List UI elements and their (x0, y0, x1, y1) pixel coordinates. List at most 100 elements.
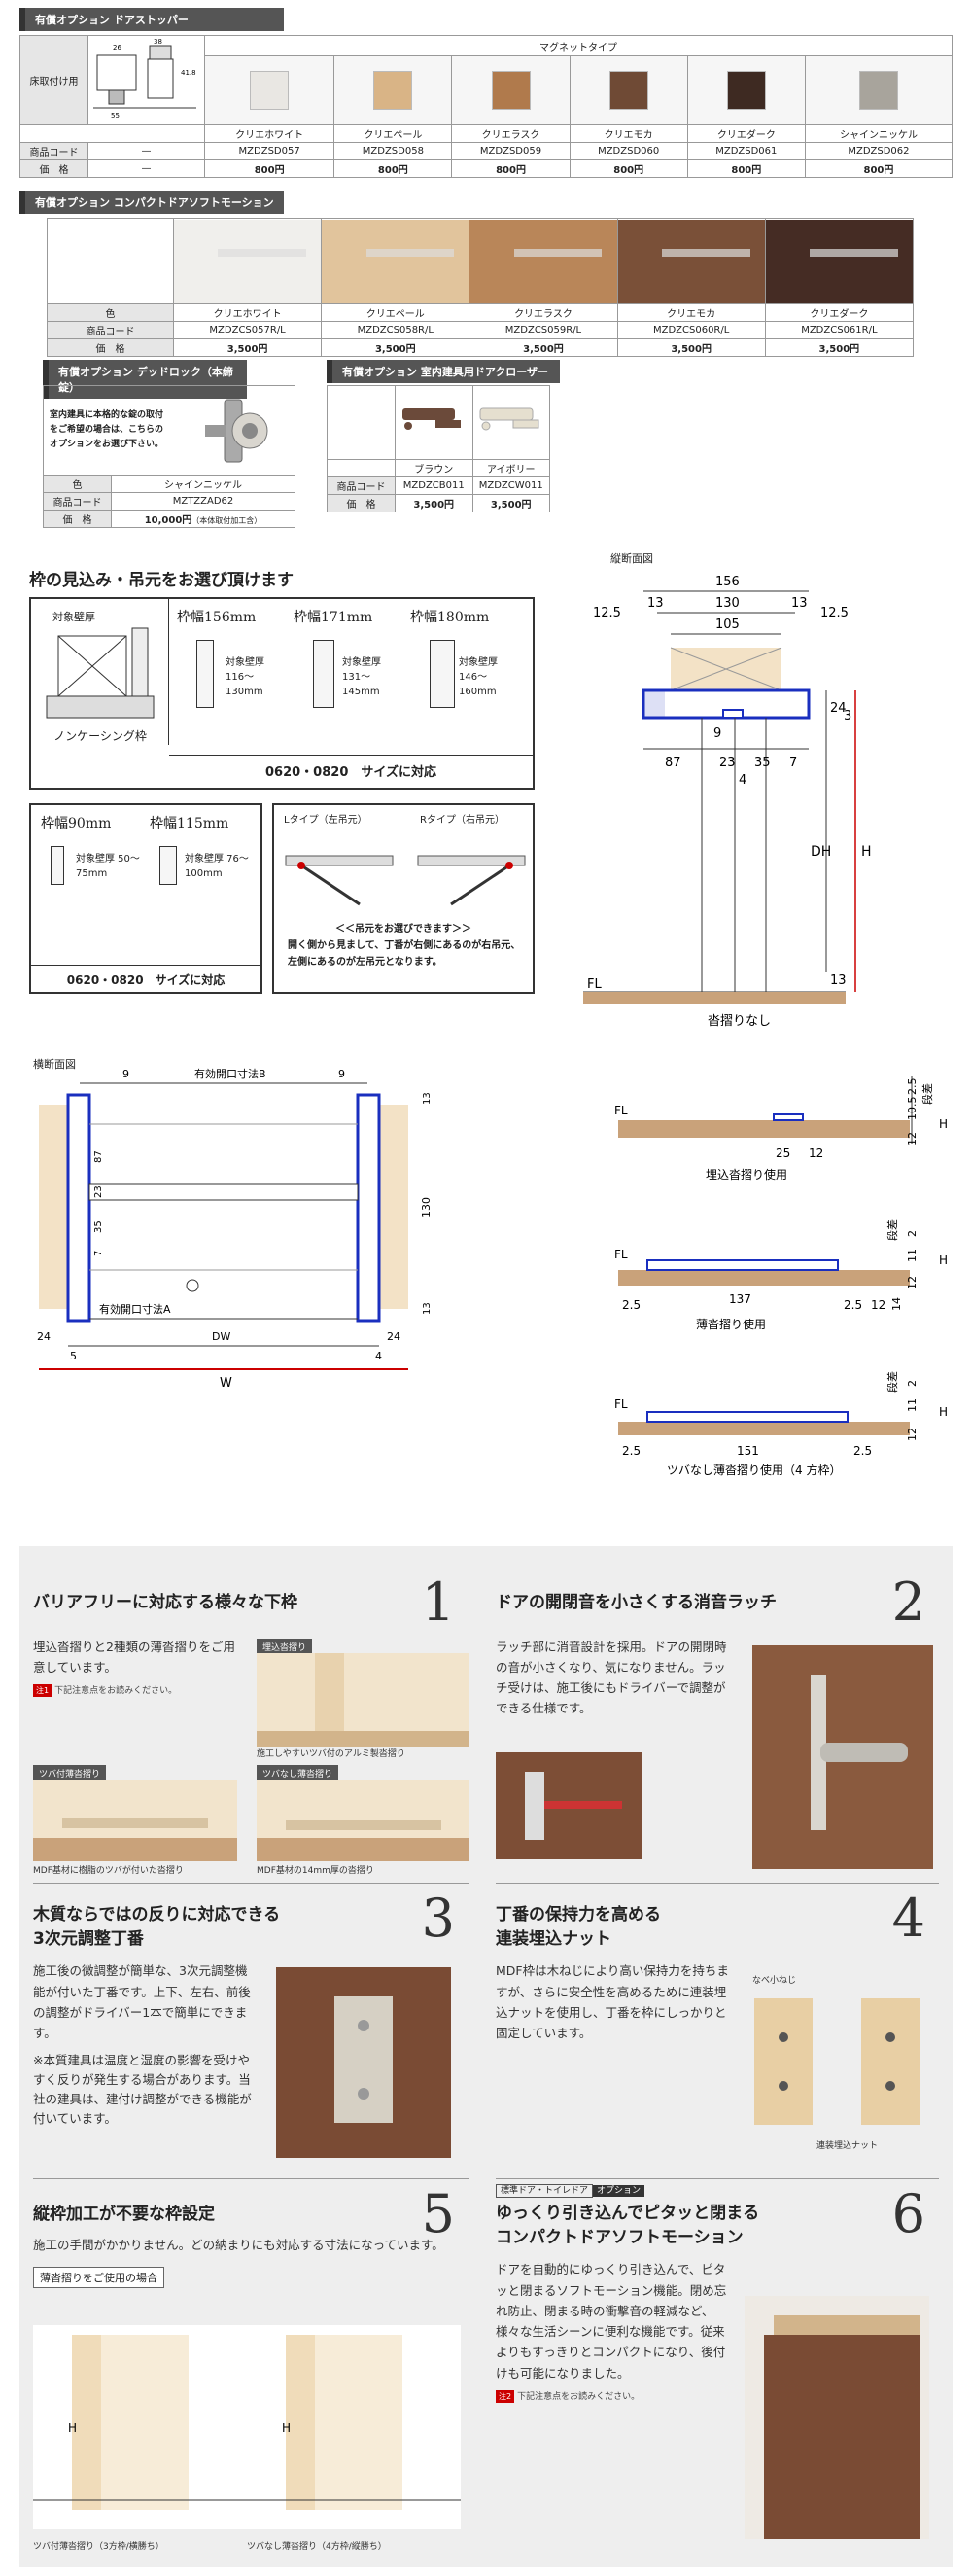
stopper-price-label: 価 格 (19, 159, 88, 178)
vertical-section-title: 縦断面図 (610, 552, 653, 565)
target-wall-label: 対象壁厚 (52, 611, 95, 623)
feature6-badge-b: オプション (593, 2185, 645, 2197)
sill3-dim-11: 11 (906, 1398, 919, 1412)
h-dim-9-left: 9 (122, 1068, 129, 1080)
noncasing-label: ノンケーシング枠 (53, 729, 147, 743)
feature5-title-b: 枠設定 (165, 2205, 215, 2224)
sm-codes-4: MZDZCS061R/L (764, 321, 915, 339)
h-dim-13-bottom: 13 (422, 1302, 433, 1315)
feature-1: バリアフリーに対応する様々な下枠 1 埋込沓摺りと2種類の薄沓摺りをご用意してい… (33, 1568, 469, 1879)
sm-codes-1: MZDZCS058R/L (321, 321, 470, 339)
svg-text:H: H (282, 2421, 291, 2435)
v-dim-35: 35 (754, 756, 771, 770)
feature1-number: 1 (421, 1571, 455, 1633)
svg-text:26: 26 (113, 44, 122, 52)
stopper-color-1: クリエペール (333, 124, 453, 143)
sill1-caption: 埋込沓摺り使用 (706, 1167, 787, 1182)
feature-6: 標準ドア・トイレドアオプション ゆっくり引き込んでピタッと閉まるコンパクトドアソ… (496, 2178, 939, 2563)
sill2-dim-2-5-right: 2.5 (844, 1298, 862, 1312)
feature3-number: 3 (421, 1888, 455, 1949)
sill2-dim-11: 11 (906, 1249, 919, 1262)
softmotion-header: 有償オプション コンパクトドアソフトモーション (19, 191, 284, 214)
stopper-dash: — (87, 159, 205, 178)
sm-prices-4: 3,500円 (764, 338, 915, 357)
feature1-label-0: 埋込沓摺り (257, 1639, 313, 1655)
feature3-title-a: 木質ならではの反りに対応できる (33, 1905, 281, 1924)
v-caption: 沓摺りなし (708, 1014, 771, 1029)
feature1-image-1 (33, 1780, 237, 1861)
h-dim-13-top: 13 (422, 1092, 433, 1105)
sm-colors-4: クリエダーク (764, 303, 915, 322)
h-dim-9-right: 9 (338, 1068, 345, 1080)
sill2-caption: 薄沓摺り使用 (696, 1317, 766, 1331)
v-dim-130: 130 (715, 596, 740, 611)
sm-prices-1: 3,500円 (321, 338, 470, 357)
sm-codes-0: MZDZCS057R/L (172, 321, 323, 339)
deadlock-table: 室内建具に本格的な錠の取付をご希望の場合は、こちらのオプションをお選び下さい。 … (43, 385, 295, 528)
sill2-dim-137: 137 (729, 1292, 751, 1306)
v-dim-13-left: 13 (647, 596, 664, 611)
h-dim-4: 4 (375, 1350, 382, 1362)
svg-text:FL: FL (614, 1397, 628, 1411)
h-dim-b: 有効開口寸法B (194, 1067, 266, 1080)
stopper-code-3: MZDZSD060 (569, 142, 688, 160)
feature1-tag: 注1 (33, 1684, 52, 1698)
closer-header: 有償オプション 室内建具用ドアクローザー (327, 360, 560, 383)
stopper-code-2: MZDZSD059 (451, 142, 571, 160)
frame-width-range-2: 対象壁厚 146〜160mm (459, 657, 498, 697)
deadlock-color: シャインニッケル (111, 475, 295, 493)
sm-prices-2: 3,500円 (469, 338, 618, 357)
stopper-swatch-2 (451, 55, 571, 125)
sm-color-label: 色 (47, 303, 174, 322)
sill2-dim-14: 14 (890, 1297, 903, 1311)
closer-code-1: MZDZCW011 (471, 476, 550, 495)
stopper-color-2: クリエラスク (451, 124, 571, 143)
hinge-note: 開く側から見まして、丁番が右側にあるのが右吊元、左側にあるのが左吊元となります。 (288, 940, 521, 968)
v-dim-3: 3 (844, 709, 851, 723)
stopper-table: 床取付け用 26 38 55 41.8 マグネットタイプ クリエホワイトクリエペ… (19, 34, 954, 178)
sill2-dim-2-5-left: 2.5 (622, 1298, 641, 1312)
h-dim-87: 87 (93, 1150, 104, 1163)
feature-5: 縦枠加工が不要な枠設定 5 施工の手間がかかりません。どの納まりにも対応する寸法… (33, 2178, 469, 2563)
h-dim-24-right: 24 (387, 1330, 400, 1343)
sill1-dim-2-5: 2.5 (906, 1078, 919, 1096)
feature1-note: 下記注意点をお読みください。 (54, 1686, 178, 1697)
v-fl: FL (587, 977, 602, 992)
sill1-dim-25: 25 (776, 1147, 790, 1160)
svg-text:H: H (68, 2421, 77, 2435)
frame-width2-label-1: 枠幅115mm (150, 816, 229, 831)
v-dim-4: 4 (739, 773, 746, 788)
sm-swatch-block-3 (617, 219, 765, 303)
sill3-dim-12: 12 (906, 1428, 919, 1441)
feature-2: ドアの開閉音を小さくする消音ラッチ 2 ラッチ部に消音設計を採用。ドアの開閉時の… (496, 1568, 939, 1879)
sm-colors-0: クリエホワイト (172, 303, 323, 322)
sill3-dim-2: 2 (906, 1380, 919, 1387)
feature3-hinge-image (276, 1967, 451, 2158)
v-dim-23: 23 (719, 756, 736, 770)
stopper-price-2: 800円 (451, 159, 571, 178)
stopper-swatch-block-3 (608, 71, 648, 111)
sill3-dim-151: 151 (737, 1444, 759, 1458)
sill1-step: 段差 (920, 1083, 934, 1105)
v-dim-13-bottom: 13 (830, 973, 847, 988)
sill3-h: H (939, 1405, 948, 1419)
v-dim-dh: DH (811, 844, 831, 860)
sm-swatch-0 (172, 218, 323, 304)
feature4-nut-image (754, 1998, 920, 2125)
h-dim-7: 7 (93, 1251, 104, 1256)
feature2-latch-image (752, 1645, 933, 1869)
stopper-color-5: シャインニッケル (804, 124, 954, 143)
v-dim-12-5-right: 12.5 (820, 606, 849, 620)
noncasing-figure: 対象壁厚 ノンケーシング枠 (31, 599, 169, 745)
feature5-cap-0: ツバ付薄沓摺り（3方枠/横勝ち） (33, 2542, 164, 2552)
sill2-step: 段差 (885, 1219, 899, 1241)
feature4-body: MDF枠は木ねじにより高い保持力を持ちますが、さらに安全性を高めるために連装埋込… (496, 1963, 729, 2041)
svg-text:38: 38 (154, 38, 162, 46)
